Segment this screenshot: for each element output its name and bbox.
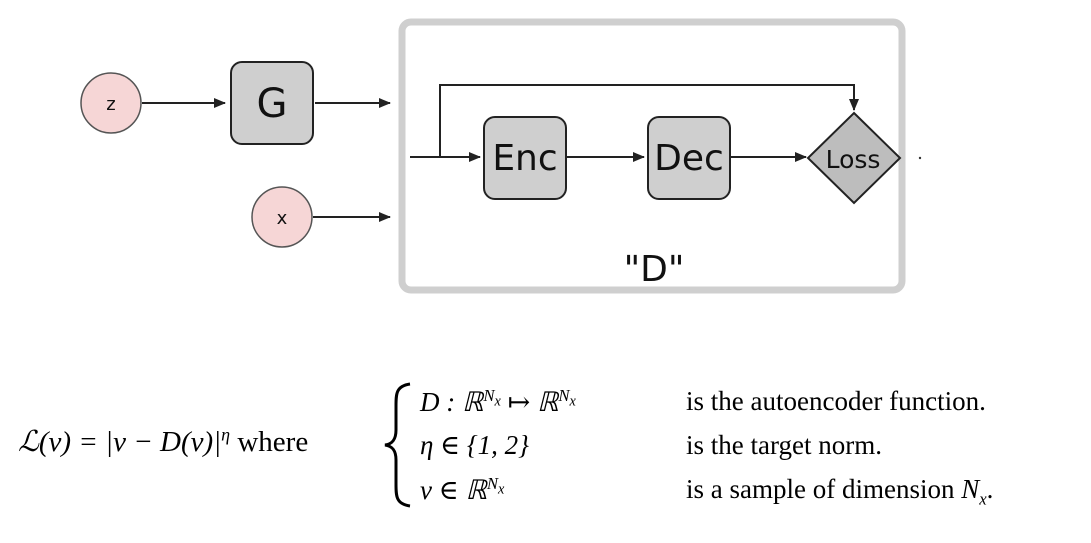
where-word: where <box>230 426 309 458</box>
encoder-box <box>483 116 567 200</box>
decoder-label: Dec <box>654 138 724 179</box>
arrow-skip-to-loss <box>439 84 859 157</box>
x-label: x <box>277 208 288 229</box>
case-row-3-description: is a sample of dimension Nx. <box>686 474 994 509</box>
dot-mark <box>918 156 922 160</box>
loss-symbol: ℒ <box>18 426 39 458</box>
case-row-1-description: is the autoencoder function. <box>686 386 986 416</box>
case-row-2-description: is the target norm. <box>686 430 882 460</box>
case-row-1-math: D : ℝNx ↦ ℝNx <box>420 386 576 417</box>
case-row-2-math: η ∈ {1, 2} <box>420 430 529 460</box>
loss-argument: (v) = |v − D(v)| <box>38 426 222 458</box>
z-node <box>80 72 142 134</box>
formula-lhs: ℒ(v) = |v − D(v)|η where <box>18 424 308 459</box>
encoder-label: Enc <box>492 138 557 179</box>
generator-box <box>230 61 314 145</box>
loss-formula: ℒ(v) = |v − D(v)|η where D : ℝNx ↦ ℝNx i… <box>0 372 1091 522</box>
z-label: z <box>106 94 115 115</box>
loss-label: Loss <box>826 145 881 174</box>
decoder-box <box>647 116 731 200</box>
generator-label: G <box>257 81 288 127</box>
discriminator-frame <box>398 18 906 294</box>
loss-exponent: η <box>221 424 231 445</box>
discriminator-label: "D" <box>624 249 685 290</box>
gan-autoencoder-diagram: z x G Enc Dec Loss "D" <box>80 18 922 294</box>
loss-diamond <box>806 111 902 205</box>
x-node <box>251 186 313 248</box>
left-brace <box>384 382 411 508</box>
case-row-3-math: v ∈ ℝNx <box>420 474 505 505</box>
